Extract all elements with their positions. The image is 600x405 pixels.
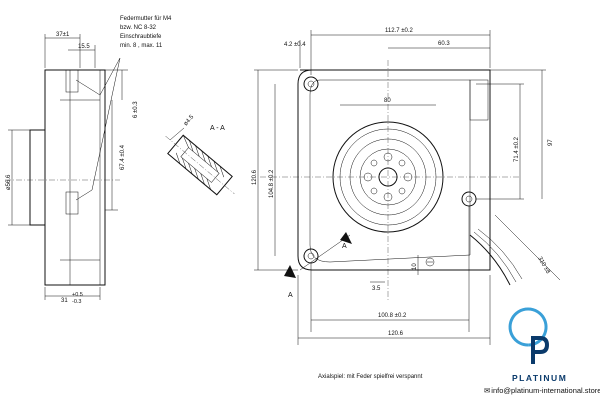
dim-phi-56-6: ø56.6 xyxy=(6,174,12,190)
section-marker-2: A xyxy=(342,243,347,250)
dim-120-6-left: 120.6 xyxy=(252,169,258,185)
dim-31-tol-upper: +0.5 xyxy=(72,292,83,298)
hatch-line xyxy=(182,157,187,170)
front-view: A A 112.7 ±0.2 4.2 ±0.4 60.3 80 120.6 10… xyxy=(252,28,561,345)
mount-hole-inner xyxy=(307,80,315,88)
envelope-icon: ✉ xyxy=(484,386,491,395)
side-hub-outline xyxy=(29,129,46,226)
dim-phi-4-5: ø4.5 xyxy=(183,114,196,128)
dim-37: 37±1 xyxy=(56,32,70,38)
dim-31: 31 xyxy=(61,298,68,304)
note-leader xyxy=(75,57,121,96)
hub-hole xyxy=(370,187,378,195)
cable-2 xyxy=(473,231,517,283)
dim-120-6-bottom: 120.6 xyxy=(388,331,404,337)
mount-hole-top-left xyxy=(303,76,319,92)
hatch-line xyxy=(207,155,212,167)
section-title: A - A xyxy=(210,125,225,132)
section-a-a: ø4.5 A - A xyxy=(165,114,235,196)
ground-symbol xyxy=(425,257,435,267)
dim-97: 97 xyxy=(548,139,554,146)
dim-80: 80 xyxy=(384,98,391,104)
dim-4-2: 4.2 ±0.4 xyxy=(284,42,306,48)
mount-hole-right xyxy=(461,191,477,207)
housing-outline xyxy=(297,69,491,271)
hub-hole xyxy=(398,159,406,167)
dim-leader xyxy=(169,127,185,141)
section-marker: A xyxy=(288,292,293,299)
hatch-line xyxy=(194,168,199,180)
section-arrow-icon-2 xyxy=(284,265,296,278)
note-line-3: Einschraubtiefe xyxy=(120,34,162,40)
note-leader-2 xyxy=(75,57,121,201)
mount-hole-inner xyxy=(465,195,473,203)
side-housing-outline xyxy=(44,69,106,286)
store-contact: ✉info@platinum-international.store xyxy=(484,386,600,395)
dim-100-8: 100.8 ±0.2 xyxy=(378,313,407,319)
scroll-outline xyxy=(309,79,471,263)
cable xyxy=(469,234,511,286)
impeller-ring-outer xyxy=(332,121,444,233)
store-email[interactable]: info@platinum-international.store xyxy=(491,386,600,395)
hub-hole xyxy=(398,187,406,195)
mount-hole-inner xyxy=(307,252,315,260)
note-line-1: Federmutter für M4 xyxy=(120,16,172,22)
dim-6: 6 ±0.3 xyxy=(133,101,139,118)
hatch-line xyxy=(195,145,200,157)
dim-10: 10 xyxy=(412,263,418,270)
section-arrow-icon xyxy=(340,232,352,244)
spring-nut-note: Federmutter für M4 bzw. NC 8-32 Einschra… xyxy=(120,16,172,49)
side-nut-slot-top xyxy=(65,69,79,93)
dim-112-7: 112.7 ±0.2 xyxy=(385,28,414,34)
section-cut-line xyxy=(299,234,351,271)
hatch-line xyxy=(219,166,225,178)
logo-name: PLATINUM xyxy=(512,373,567,383)
logo-p-icon xyxy=(531,336,550,364)
hatch-line xyxy=(213,160,218,173)
dim-310: 310 ±8 xyxy=(536,256,551,275)
cable-3 xyxy=(477,228,523,280)
dim-line xyxy=(494,214,561,281)
impeller-ring xyxy=(339,128,437,226)
hatch-line xyxy=(175,152,181,164)
platinum-logo: PLATINUM xyxy=(508,307,567,383)
note-line-4: min. 8 , max. 11 xyxy=(120,43,163,49)
hatch-line xyxy=(201,150,206,162)
dim-3-5: 3.5 xyxy=(372,286,381,292)
dim-104-8: 104.8 ±0.2 xyxy=(269,169,275,198)
side-nut-slot-bottom xyxy=(65,191,79,215)
note-line-2: bzw. NC 8-32 xyxy=(120,25,157,31)
side-view: 37±1 15.5 6 ±0.3 67.4 ±0.4 ø56.6 31 +0.5… xyxy=(5,32,139,305)
dim-31-tol-lower: -0.3 xyxy=(72,299,81,305)
dim-71-4: 71.4 ±0.2 xyxy=(514,136,520,162)
hub-hole xyxy=(370,159,378,167)
outlet-rect xyxy=(469,79,489,121)
footer-note: Axialspiel: mit Feder spielfrei verspann… xyxy=(318,374,423,380)
hatch-line xyxy=(188,163,193,175)
hatch-line xyxy=(189,140,194,152)
hatch-line xyxy=(182,135,189,148)
dim-67-4: 67.4 ±0.4 xyxy=(120,144,126,170)
dim-15-5: 15.5 xyxy=(78,44,90,50)
dim-60-3: 60.3 xyxy=(438,41,450,47)
hatch-line xyxy=(200,173,205,185)
hatch-line xyxy=(206,178,211,190)
